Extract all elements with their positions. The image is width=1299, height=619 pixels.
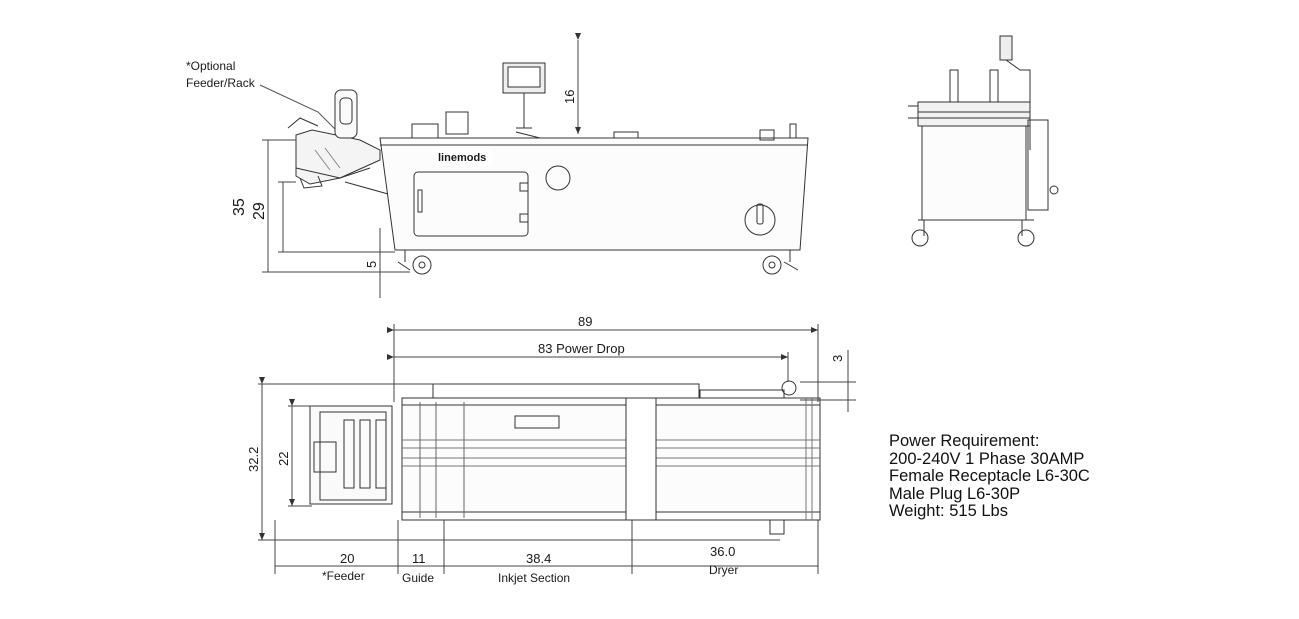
specs-plug: Male Plug L6-30P [889,484,1021,503]
dim-3: 3 [830,355,845,362]
specs-voltage: 200-240V 1 Phase 30AMP [889,449,1085,468]
dim-11-label: Guide [402,571,434,585]
dim-20: 20 [340,551,354,566]
top-view [258,324,856,574]
dim-35: 35 [231,198,248,216]
optional-label-line2: Feeder/Rack [186,76,256,90]
feeder-rack [287,89,389,195]
dim-36-0: 36.0 [710,544,735,559]
power-specs: Power Requirement: 200-240V 1 Phase 30AM… [889,432,1209,521]
dim-38-4: 38.4 [526,551,551,566]
dim-22: 22 [276,452,291,466]
specs-title: Power Requirement: [889,432,1040,450]
dim-36-0-label: Dryer [709,563,738,577]
dim-89: 89 [578,314,592,329]
side-view [259,33,809,298]
dim-83-power-drop: 83 Power Drop [538,341,625,356]
top-fixtures [411,62,797,141]
dim-38-4-label: Inkjet Section [498,571,570,585]
side-dimensions [262,33,581,298]
optional-label-line1: *Optional [186,59,235,73]
top-body [401,397,821,521]
specs-receptacle: Female Receptacle L6-30C [889,467,1090,485]
dim-32-2: 32.2 [246,447,261,472]
dim-5: 5 [364,261,379,268]
wheels [397,250,799,275]
specs-weight: Weight: 515 Lbs [889,502,1008,520]
top-feeder [309,405,393,505]
end-view [908,35,1059,247]
cabinet [379,137,809,251]
dim-11: 11 [412,551,426,566]
top-dimensions [258,324,856,574]
section-divider [625,397,657,521]
dim-20-label: *Feeder [322,569,365,583]
dim-29: 29 [251,202,268,220]
brand-logo: linemods [438,152,486,164]
dim-16: 16 [562,90,577,104]
